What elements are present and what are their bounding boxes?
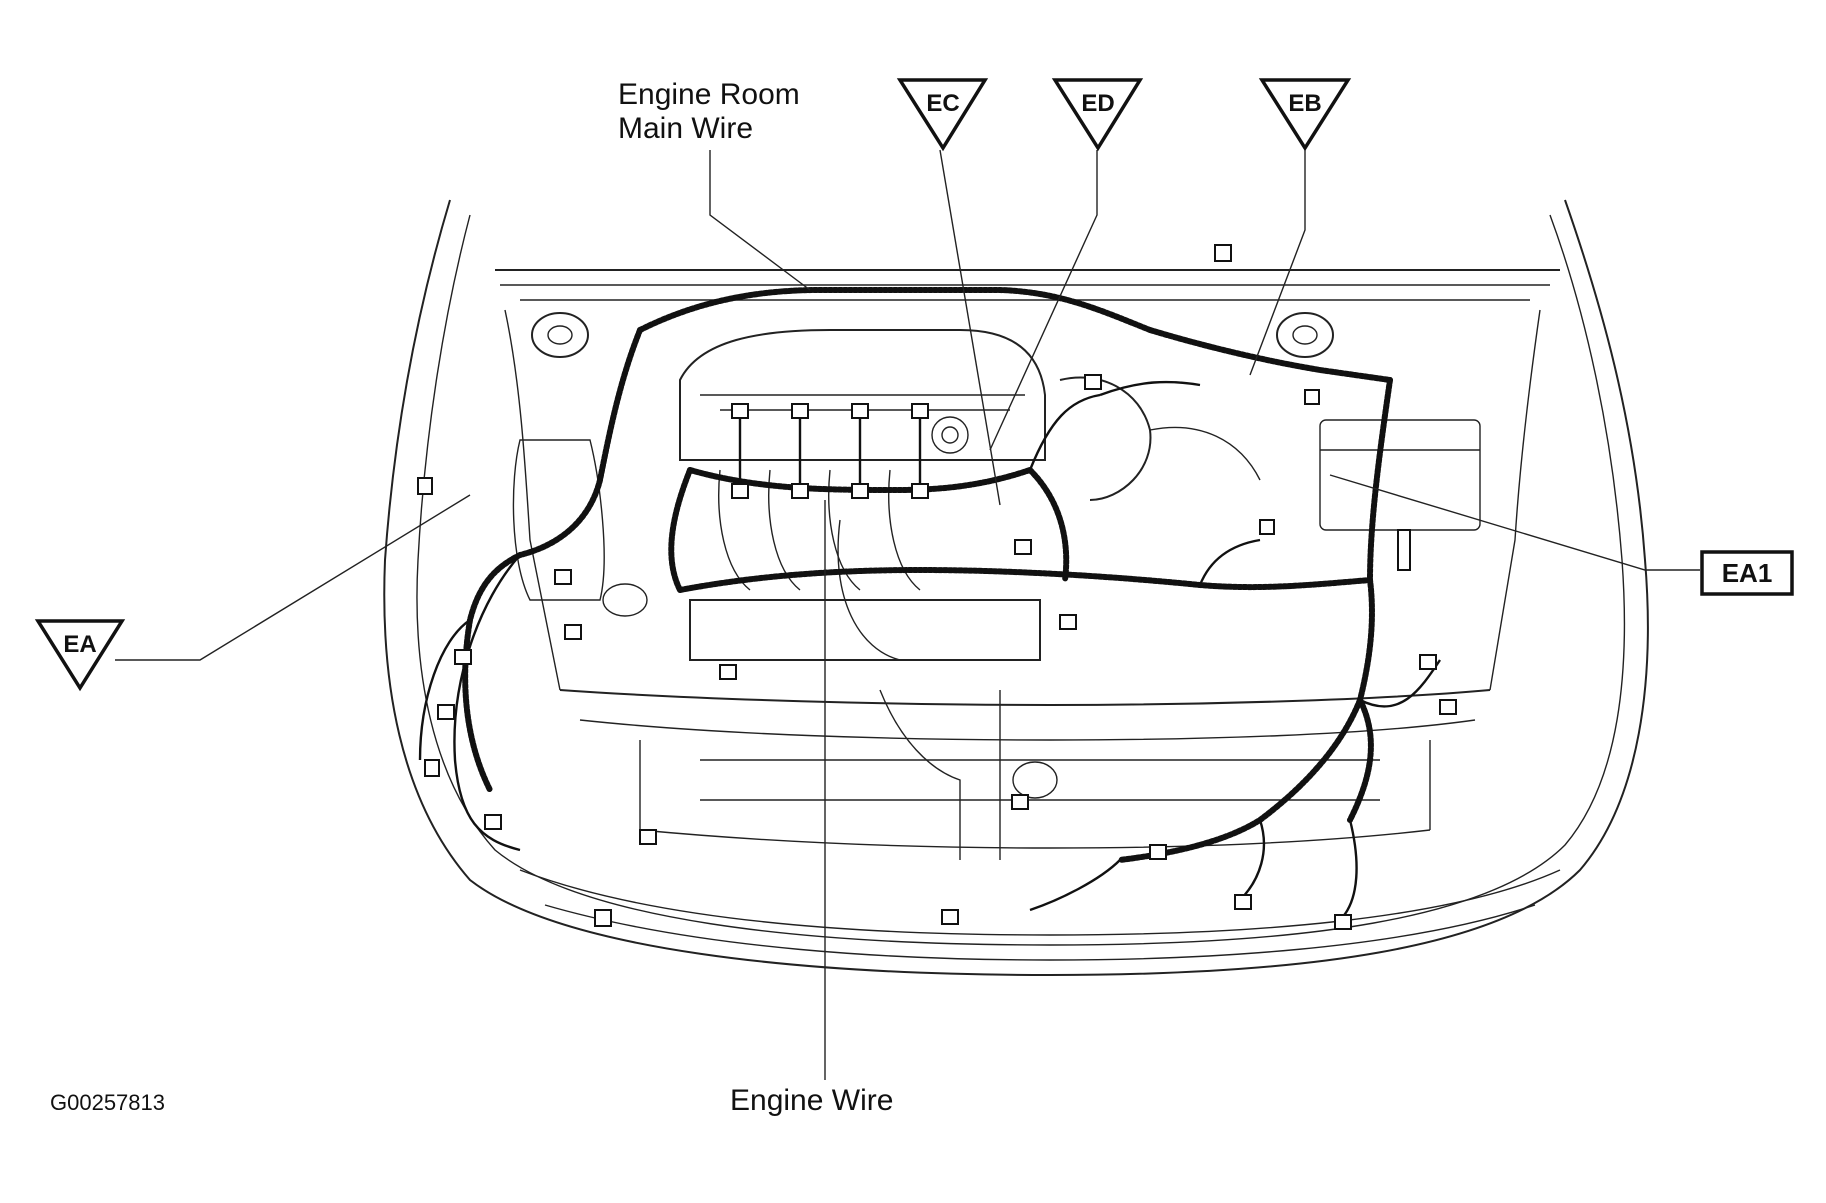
engine-room-main-wire-label-line1: Engine Room: [618, 78, 800, 111]
marker-ea1: EA1: [1700, 550, 1794, 596]
marker-ed-label: ED: [1081, 90, 1114, 117]
leader-ed: [989, 150, 1098, 451]
marker-ed: ED: [1051, 78, 1144, 152]
branch-wires: [418, 380, 1441, 921]
leader-ec: [939, 149, 1001, 506]
marker-eb-label: EB: [1288, 90, 1321, 117]
leader-ea1: [1329, 474, 1700, 571]
leader-eb: [1249, 150, 1306, 376]
vehicle-body-outline: [383, 199, 1649, 977]
connectors: [417, 244, 1457, 930]
marker-eb: EB: [1258, 78, 1352, 152]
engine-block: [679, 329, 1261, 860]
leader-engine-room-main-wire: [709, 150, 811, 291]
engine-wire-harness: [668, 467, 1373, 593]
marker-ea-label: EA: [63, 631, 96, 658]
marker-ea: EA: [34, 619, 126, 692]
leader-ea: [115, 494, 471, 661]
marker-ea1-label: EA1: [1722, 558, 1773, 588]
engine-wire-label: Engine Wire: [730, 1084, 893, 1117]
engine-room-main-wire-label-line2: Main Wire: [618, 112, 753, 145]
marker-ec-label: EC: [926, 90, 959, 117]
leader-lines: [115, 149, 1700, 1080]
engine-room-main-wire-harness: [462, 287, 1393, 863]
figure-id-label: G00257813: [50, 1090, 165, 1115]
marker-ec: EC: [896, 78, 989, 152]
